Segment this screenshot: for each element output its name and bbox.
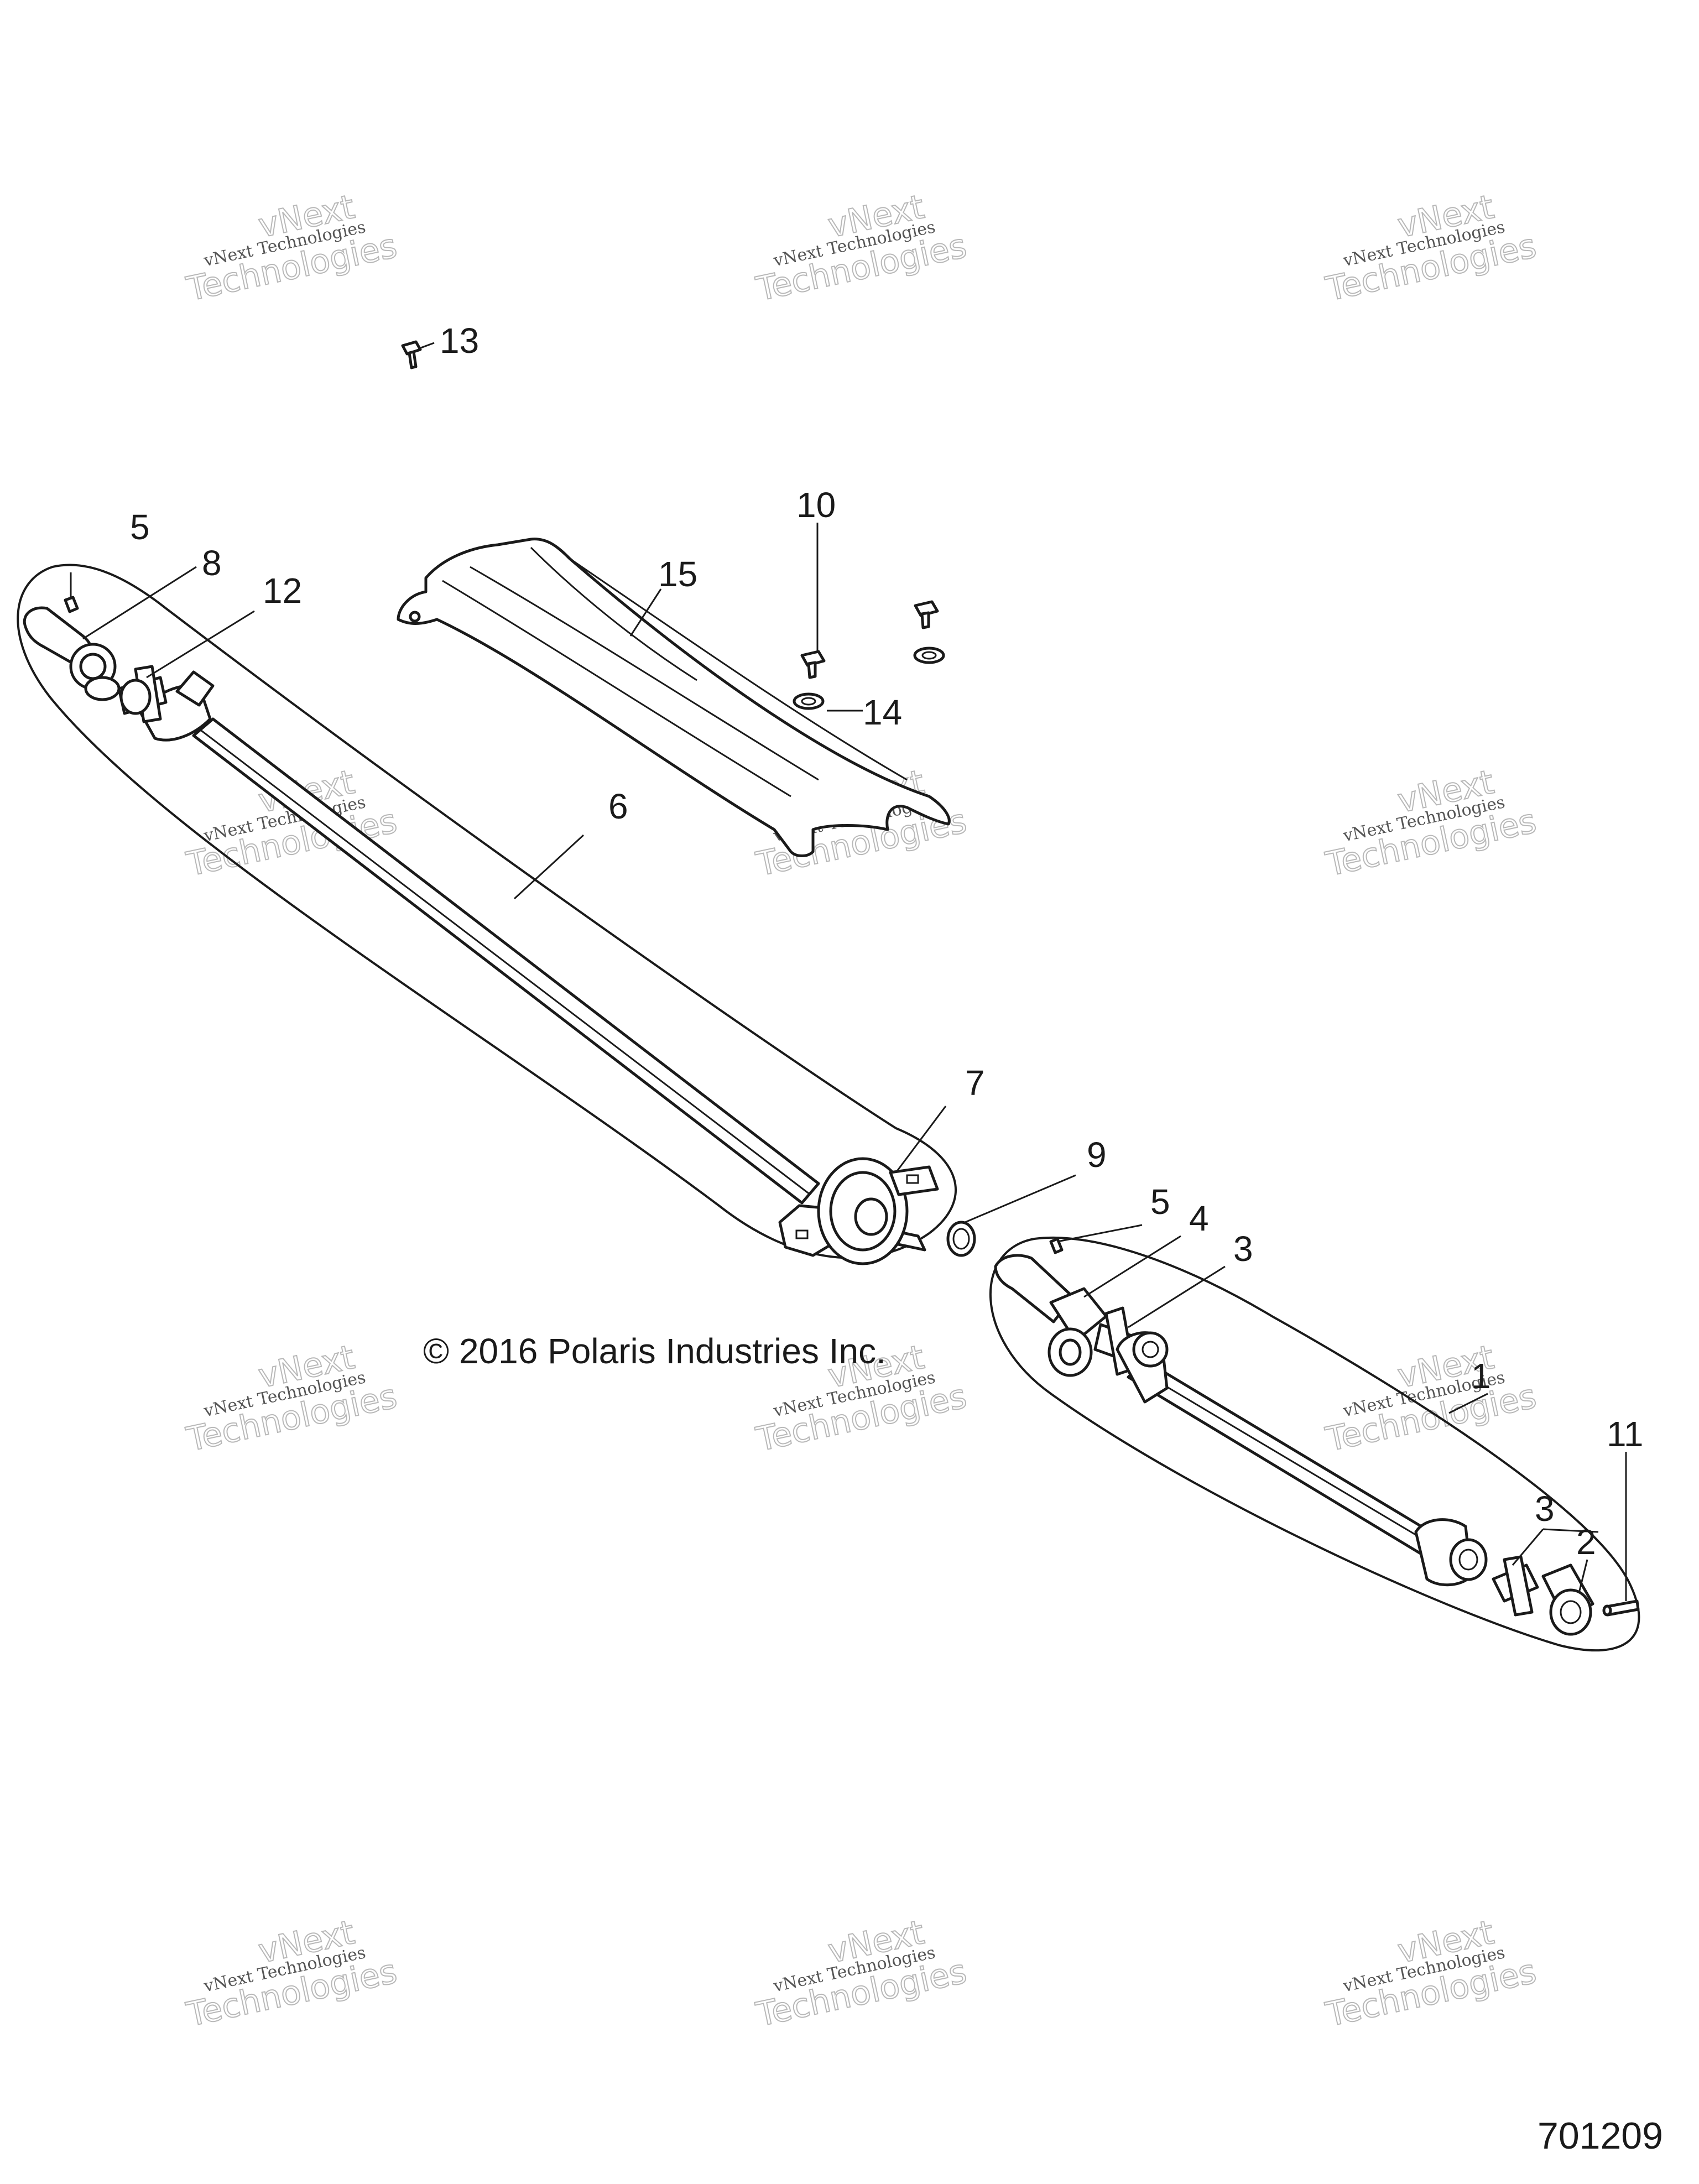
- carrier-bearing: [778, 1157, 939, 1265]
- callout-8: 8: [202, 543, 222, 583]
- snap-ring: [946, 1221, 976, 1257]
- rear-shaft-group-outline: [989, 1236, 1640, 1652]
- callout-13: 13: [440, 321, 479, 361]
- callout-14: 14: [863, 692, 902, 732]
- callout-2: 2: [1576, 1522, 1596, 1562]
- grease-fitting-lower: [1049, 1237, 1064, 1254]
- leader-lines: [70, 342, 1627, 1601]
- callout-3-upper: 3: [1233, 1229, 1253, 1269]
- callout-11: 11: [1607, 1414, 1643, 1454]
- front-shaft-group-outline: [17, 564, 957, 1259]
- callout-10: 10: [796, 485, 836, 525]
- front-yoke: [23, 606, 121, 701]
- u-joint-cross-rear-upper: [1093, 1306, 1169, 1404]
- callout-1: 1: [1471, 1356, 1491, 1396]
- grease-fitting-upper: [64, 596, 79, 613]
- screw-13: [401, 340, 422, 369]
- callout-6: 6: [608, 786, 628, 826]
- prop-shaft-cover: [397, 538, 951, 857]
- callout-3-lower: 3: [1535, 1489, 1555, 1529]
- copyright-notice: © 2016 Polaris Industries Inc.: [423, 1331, 886, 1371]
- callout-4: 4: [1189, 1198, 1209, 1238]
- callout-12: 12: [263, 571, 302, 611]
- callout-9: 9: [1087, 1135, 1107, 1175]
- rear-output-yoke: [1541, 1563, 1594, 1636]
- bolt-10: [800, 650, 826, 679]
- callout-5-lower: 5: [1150, 1182, 1170, 1222]
- watermarks: vNext vNext Technologies Technologies vN…: [183, 187, 1540, 2035]
- callout-15: 15: [658, 554, 697, 594]
- bolt-10-second: [914, 600, 939, 629]
- callout-7: 7: [965, 1063, 985, 1103]
- roll-pin: [1602, 1599, 1640, 1617]
- rear-shaft-yoke: [1414, 1518, 1488, 1587]
- washer-14: [793, 692, 825, 710]
- washer-14-second: [913, 647, 945, 664]
- u-joint-cross-rear-lower: [1492, 1555, 1539, 1617]
- figure-number: 701209: [1538, 2115, 1663, 2157]
- u-joint-cross-front: [117, 665, 168, 723]
- callout-5-upper: 5: [130, 507, 150, 547]
- callouts: 13 10 15 14 5 8 12 6 7 9 5 4 3 1 11 3 2: [130, 321, 1643, 1562]
